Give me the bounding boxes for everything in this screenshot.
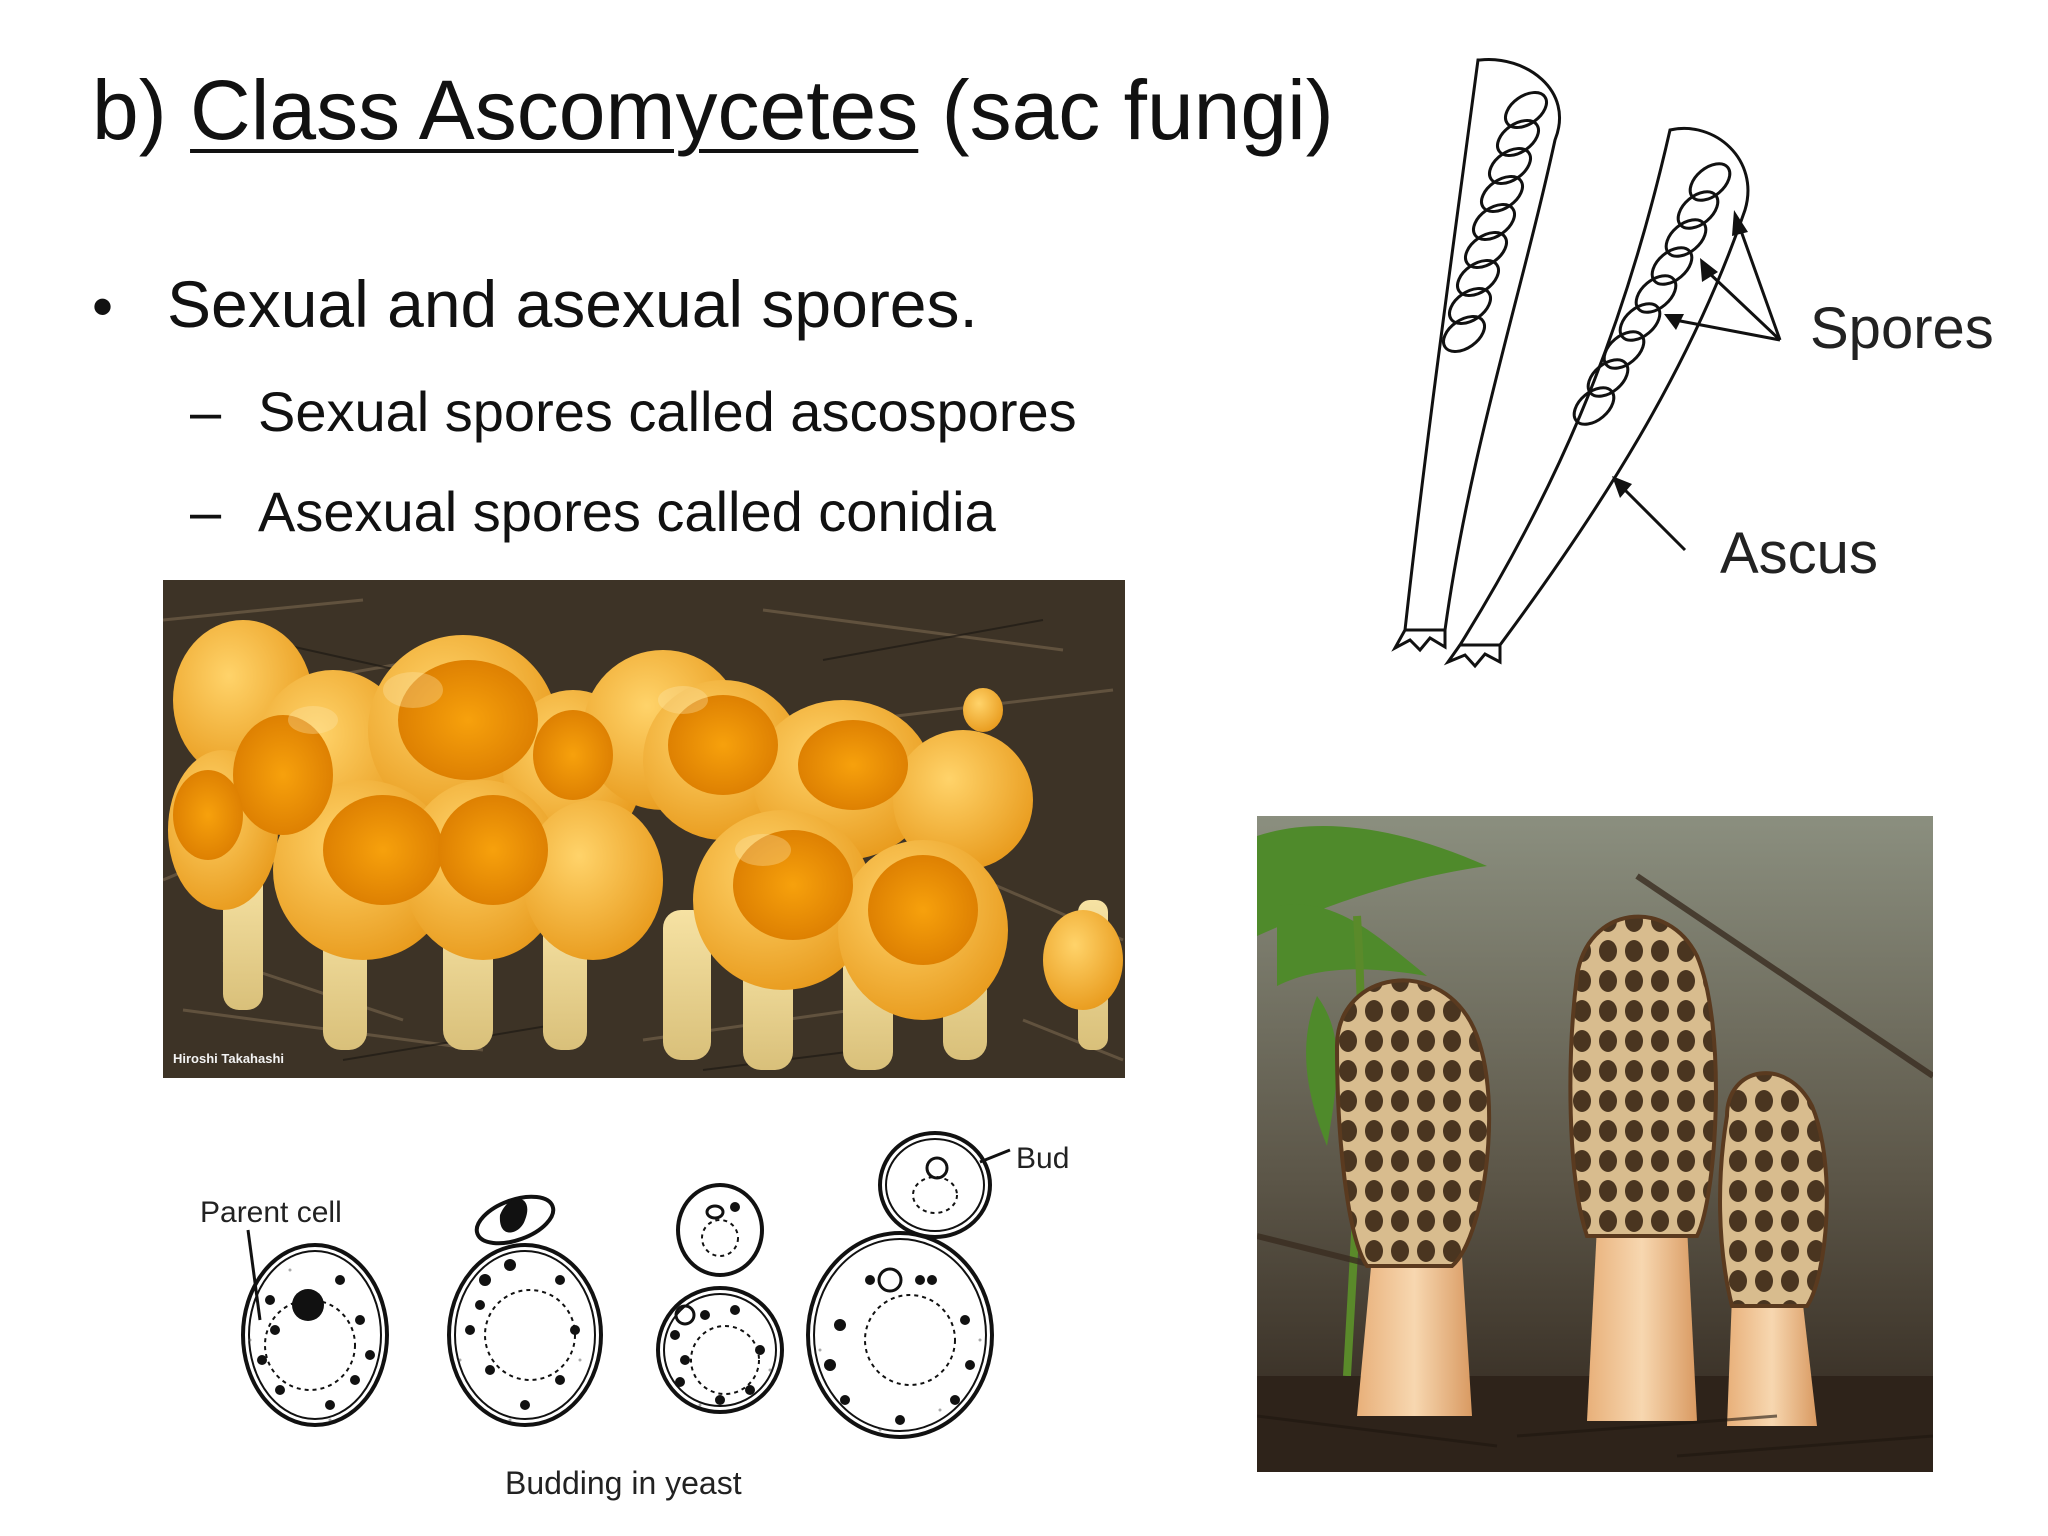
bullet-dot: • xyxy=(92,273,114,340)
main-bullet: • Sexual and asexual spores. xyxy=(92,265,978,344)
sub-bullet-text: Sexual spores called ascospores xyxy=(258,380,1077,443)
yeast-budding-diagram: Parent cell Bud Budding in yeast xyxy=(180,1120,1120,1520)
ascus-diagram: Spores Ascus xyxy=(1350,50,2030,690)
ascus-label: Ascus xyxy=(1720,521,1878,586)
bullet-text: Sexual and asexual spores. xyxy=(167,267,978,341)
parent-cell-label: Parent cell xyxy=(200,1196,342,1229)
yeast-drawing xyxy=(241,1131,1011,1439)
photo-credit: Hiroshi Takahashi xyxy=(173,1051,285,1066)
spores-label: Spores xyxy=(1810,296,1994,361)
sub-bullet-dash: – xyxy=(190,480,222,543)
sub-bullet-conidia: –Asexual spores called conidia xyxy=(190,478,996,545)
slide-title: b) Class Ascomycetes (sac fungi) xyxy=(92,64,1334,156)
morel-photo xyxy=(1257,816,1933,1472)
ascus-drawing xyxy=(1391,58,1782,669)
cup-fungi-photo: Hiroshi Takahashi xyxy=(163,580,1125,1078)
sub-bullet-ascospores: –Sexual spores called ascospores xyxy=(190,378,1077,445)
sub-bullet-dash: – xyxy=(190,380,222,443)
title-class-name: Class Ascomycetes xyxy=(190,63,919,157)
morel-image xyxy=(1257,816,1933,1472)
sub-bullet-text: Asexual spores called conidia xyxy=(258,480,996,543)
cup-fungi-image xyxy=(163,580,1125,1078)
budding-caption: Budding in yeast xyxy=(505,1465,742,1501)
bud-label: Bud xyxy=(1016,1142,1070,1175)
title-suffix: (sac fungi) xyxy=(918,63,1334,157)
title-prefix: b) xyxy=(92,63,191,157)
